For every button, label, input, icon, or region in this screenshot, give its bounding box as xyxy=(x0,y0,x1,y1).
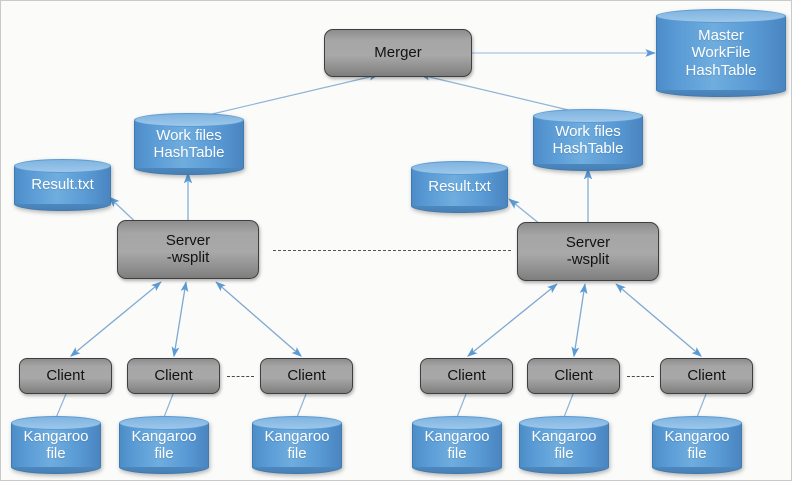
left-kangaroo-2-line-1: Kangaroo xyxy=(131,427,197,445)
left-workfiles-line-2: HashTable xyxy=(153,144,225,161)
node-right-client-2[interactable]: Client xyxy=(527,358,620,394)
datastore-left-result-txt[interactable]: Result.txt xyxy=(14,159,111,211)
edge-right-client-3-server xyxy=(615,283,702,357)
right-kangaroo-2-label: Kangaroo file xyxy=(519,423,609,467)
right-server-line-2: -wsplit xyxy=(566,250,610,268)
left-server-line-1: Server xyxy=(165,231,211,249)
datastore-right-kangaroo-file-1[interactable]: Kangaroo file xyxy=(412,416,502,474)
node-left-client-1[interactable]: Client xyxy=(19,358,112,394)
right-kangaroo-1-line-2: file xyxy=(447,445,467,462)
cylinder-body xyxy=(134,120,244,168)
cylinder-top xyxy=(656,9,786,23)
node-left-client-3[interactable]: Client xyxy=(260,358,353,394)
datastore-right-result-txt[interactable]: Result.txt xyxy=(411,161,508,213)
left-result-text: Result.txt xyxy=(31,176,94,194)
node-left-server-wsplit[interactable]: Server -wsplit xyxy=(117,220,259,279)
cylinder-body xyxy=(252,423,342,467)
master-line-2: WorkFile xyxy=(691,44,751,62)
datastore-left-kangaroo-file-1[interactable]: Kangaroo file xyxy=(11,416,101,474)
cylinder-shape xyxy=(134,113,244,175)
right-client-1-label: Client xyxy=(447,366,486,384)
left-client-3-label: Client xyxy=(287,366,326,384)
left-client-2-label: Client xyxy=(154,366,193,384)
cylinder-body xyxy=(519,423,609,467)
left-kangaroo-1-label: Kangaroo file xyxy=(11,423,101,467)
right-client-3-label: Client xyxy=(687,366,726,384)
cylinder-shape xyxy=(11,416,101,474)
left-workfiles-line-1: Work files xyxy=(156,126,222,144)
right-server-label: Server -wsplit xyxy=(565,233,611,269)
cylinder-body xyxy=(412,423,502,467)
node-right-client-3[interactable]: Client xyxy=(660,358,753,394)
node-left-client-2[interactable]: Client xyxy=(127,358,220,394)
right-workfiles-line-2: HashTable xyxy=(552,140,624,157)
datastore-master-label: Master WorkFile HashTable xyxy=(656,16,786,90)
cylinder-body xyxy=(652,423,742,467)
datastore-left-workfiles-hashtable[interactable]: Work files HashTable xyxy=(134,113,244,175)
separator-between-right-clients xyxy=(627,376,654,377)
right-kangaroo-2-line-2: file xyxy=(554,445,574,462)
cylinder-shape xyxy=(656,9,786,97)
right-result-text: Result.txt xyxy=(428,178,491,196)
right-kangaroo-1-line-1: Kangaroo xyxy=(424,427,490,445)
datastore-right-kangaroo-file-3[interactable]: Kangaroo file xyxy=(652,416,742,474)
left-server-label: Server -wsplit xyxy=(165,231,211,267)
right-kangaroo-2-line-1: Kangaroo xyxy=(531,427,597,445)
right-client-2-label: Client xyxy=(554,366,593,384)
datastore-left-kangaroo-file-2[interactable]: Kangaroo file xyxy=(119,416,209,474)
edge-left-client-3-server xyxy=(215,281,302,357)
left-client-1-label: Client xyxy=(46,366,85,384)
datastore-left-workfiles-label: Work files HashTable xyxy=(134,120,244,168)
edge-right-client-2-server xyxy=(571,283,588,358)
datastore-right-workfiles-label: Work files HashTable xyxy=(533,116,643,164)
right-kangaroo-1-label: Kangaroo file xyxy=(412,423,502,467)
right-workfiles-line-1: Work files xyxy=(555,122,621,140)
cylinder-body xyxy=(656,16,786,90)
master-line-1: Master xyxy=(698,27,744,45)
datastore-left-kangaroo-file-3[interactable]: Kangaroo file xyxy=(252,416,342,474)
left-server-line-2: -wsplit xyxy=(166,248,210,266)
edge-right-client-1-server xyxy=(466,283,558,357)
separator-between-left-clients xyxy=(227,376,254,377)
right-server-line-1: Server xyxy=(565,233,611,251)
separator-between-servers xyxy=(273,250,511,251)
cylinder-shape xyxy=(411,161,508,213)
node-merger[interactable]: Merger xyxy=(324,29,472,77)
edge-right-workfiles-to-merger xyxy=(420,73,582,114)
edge-left-client-1-server xyxy=(69,281,162,357)
left-kangaroo-2-label: Kangaroo file xyxy=(119,423,209,467)
cylinder-body xyxy=(533,116,643,164)
datastore-right-workfiles-hashtable[interactable]: Work files HashTable xyxy=(533,109,643,171)
left-kangaroo-3-label: Kangaroo file xyxy=(252,423,342,467)
cylinder-top xyxy=(411,161,508,175)
datastore-right-kangaroo-file-2[interactable]: Kangaroo file xyxy=(519,416,609,474)
datastore-master-workfile-hashtable[interactable]: Master WorkFile HashTable xyxy=(656,9,786,97)
left-kangaroo-3-line-1: Kangaroo xyxy=(264,427,330,445)
master-line-3: HashTable xyxy=(685,61,757,79)
node-right-client-1[interactable]: Client xyxy=(420,358,513,394)
datastore-left-result-label: Result.txt xyxy=(14,166,111,204)
cylinder-body xyxy=(11,423,101,467)
cylinder-top xyxy=(14,159,111,173)
datastore-right-result-label: Result.txt xyxy=(411,168,508,206)
left-kangaroo-3-line-2: file xyxy=(287,445,307,462)
right-kangaroo-3-line-2: file xyxy=(687,445,707,462)
node-merger-label: Merger xyxy=(374,43,422,61)
cylinder-body xyxy=(119,423,209,467)
right-kangaroo-3-label: Kangaroo file xyxy=(652,423,742,467)
cylinder-shape xyxy=(14,159,111,211)
node-right-server-wsplit[interactable]: Server -wsplit xyxy=(517,222,659,281)
left-kangaroo-1-line-2: file xyxy=(46,445,66,462)
left-kangaroo-1-line-1: Kangaroo xyxy=(23,427,89,445)
right-kangaroo-3-line-1: Kangaroo xyxy=(664,427,730,445)
left-kangaroo-2-line-2: file xyxy=(154,445,174,462)
edge-left-client-2-server xyxy=(171,281,189,358)
